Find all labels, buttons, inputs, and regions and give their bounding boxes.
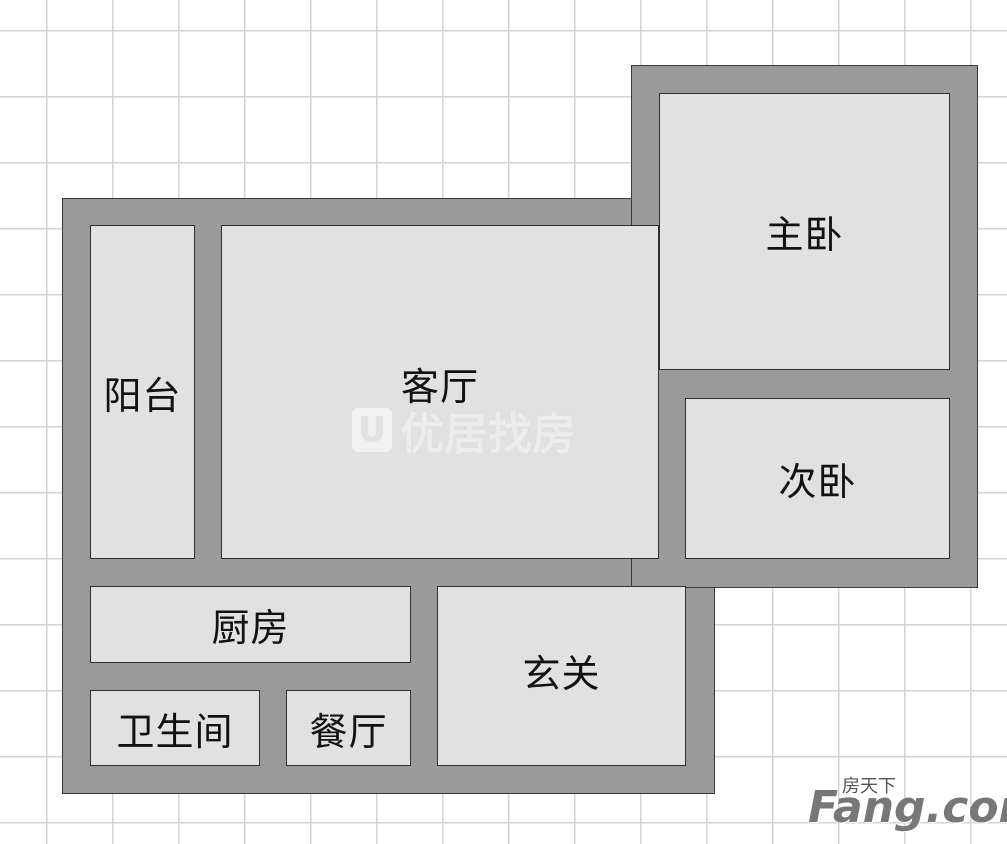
room-label-kitchen: 厨房 (211, 606, 290, 650)
room-label-second-bedroom: 次卧 (778, 460, 857, 504)
room-living-room: 客厅 (221, 225, 659, 559)
room-second-bedroom: 次卧 (685, 398, 950, 559)
room-dining-room: 餐厅 (286, 690, 411, 766)
room-label-bathroom: 卫生间 (116, 709, 234, 754)
room-label-balcony: 阳台 (103, 373, 182, 418)
room-bathroom: 卫生间 (90, 690, 260, 766)
brand-logo-top: 房天下 (842, 776, 896, 797)
room-entrance: 玄关 (437, 586, 686, 766)
brand-logo: 房天下 Fang.com (808, 772, 1007, 836)
brand-logo-main: Fang.com (808, 782, 1007, 833)
room-label-living-room: 客厅 (400, 365, 479, 409)
room-label-dining-room: 餐厅 (309, 709, 388, 754)
room-kitchen: 厨房 (90, 586, 411, 663)
room-label-master-bedroom: 主卧 (765, 213, 844, 257)
room-balcony: 阳台 (90, 225, 195, 559)
room-master-bedroom: 主卧 (659, 93, 950, 370)
room-label-entrance: 玄关 (522, 652, 601, 696)
